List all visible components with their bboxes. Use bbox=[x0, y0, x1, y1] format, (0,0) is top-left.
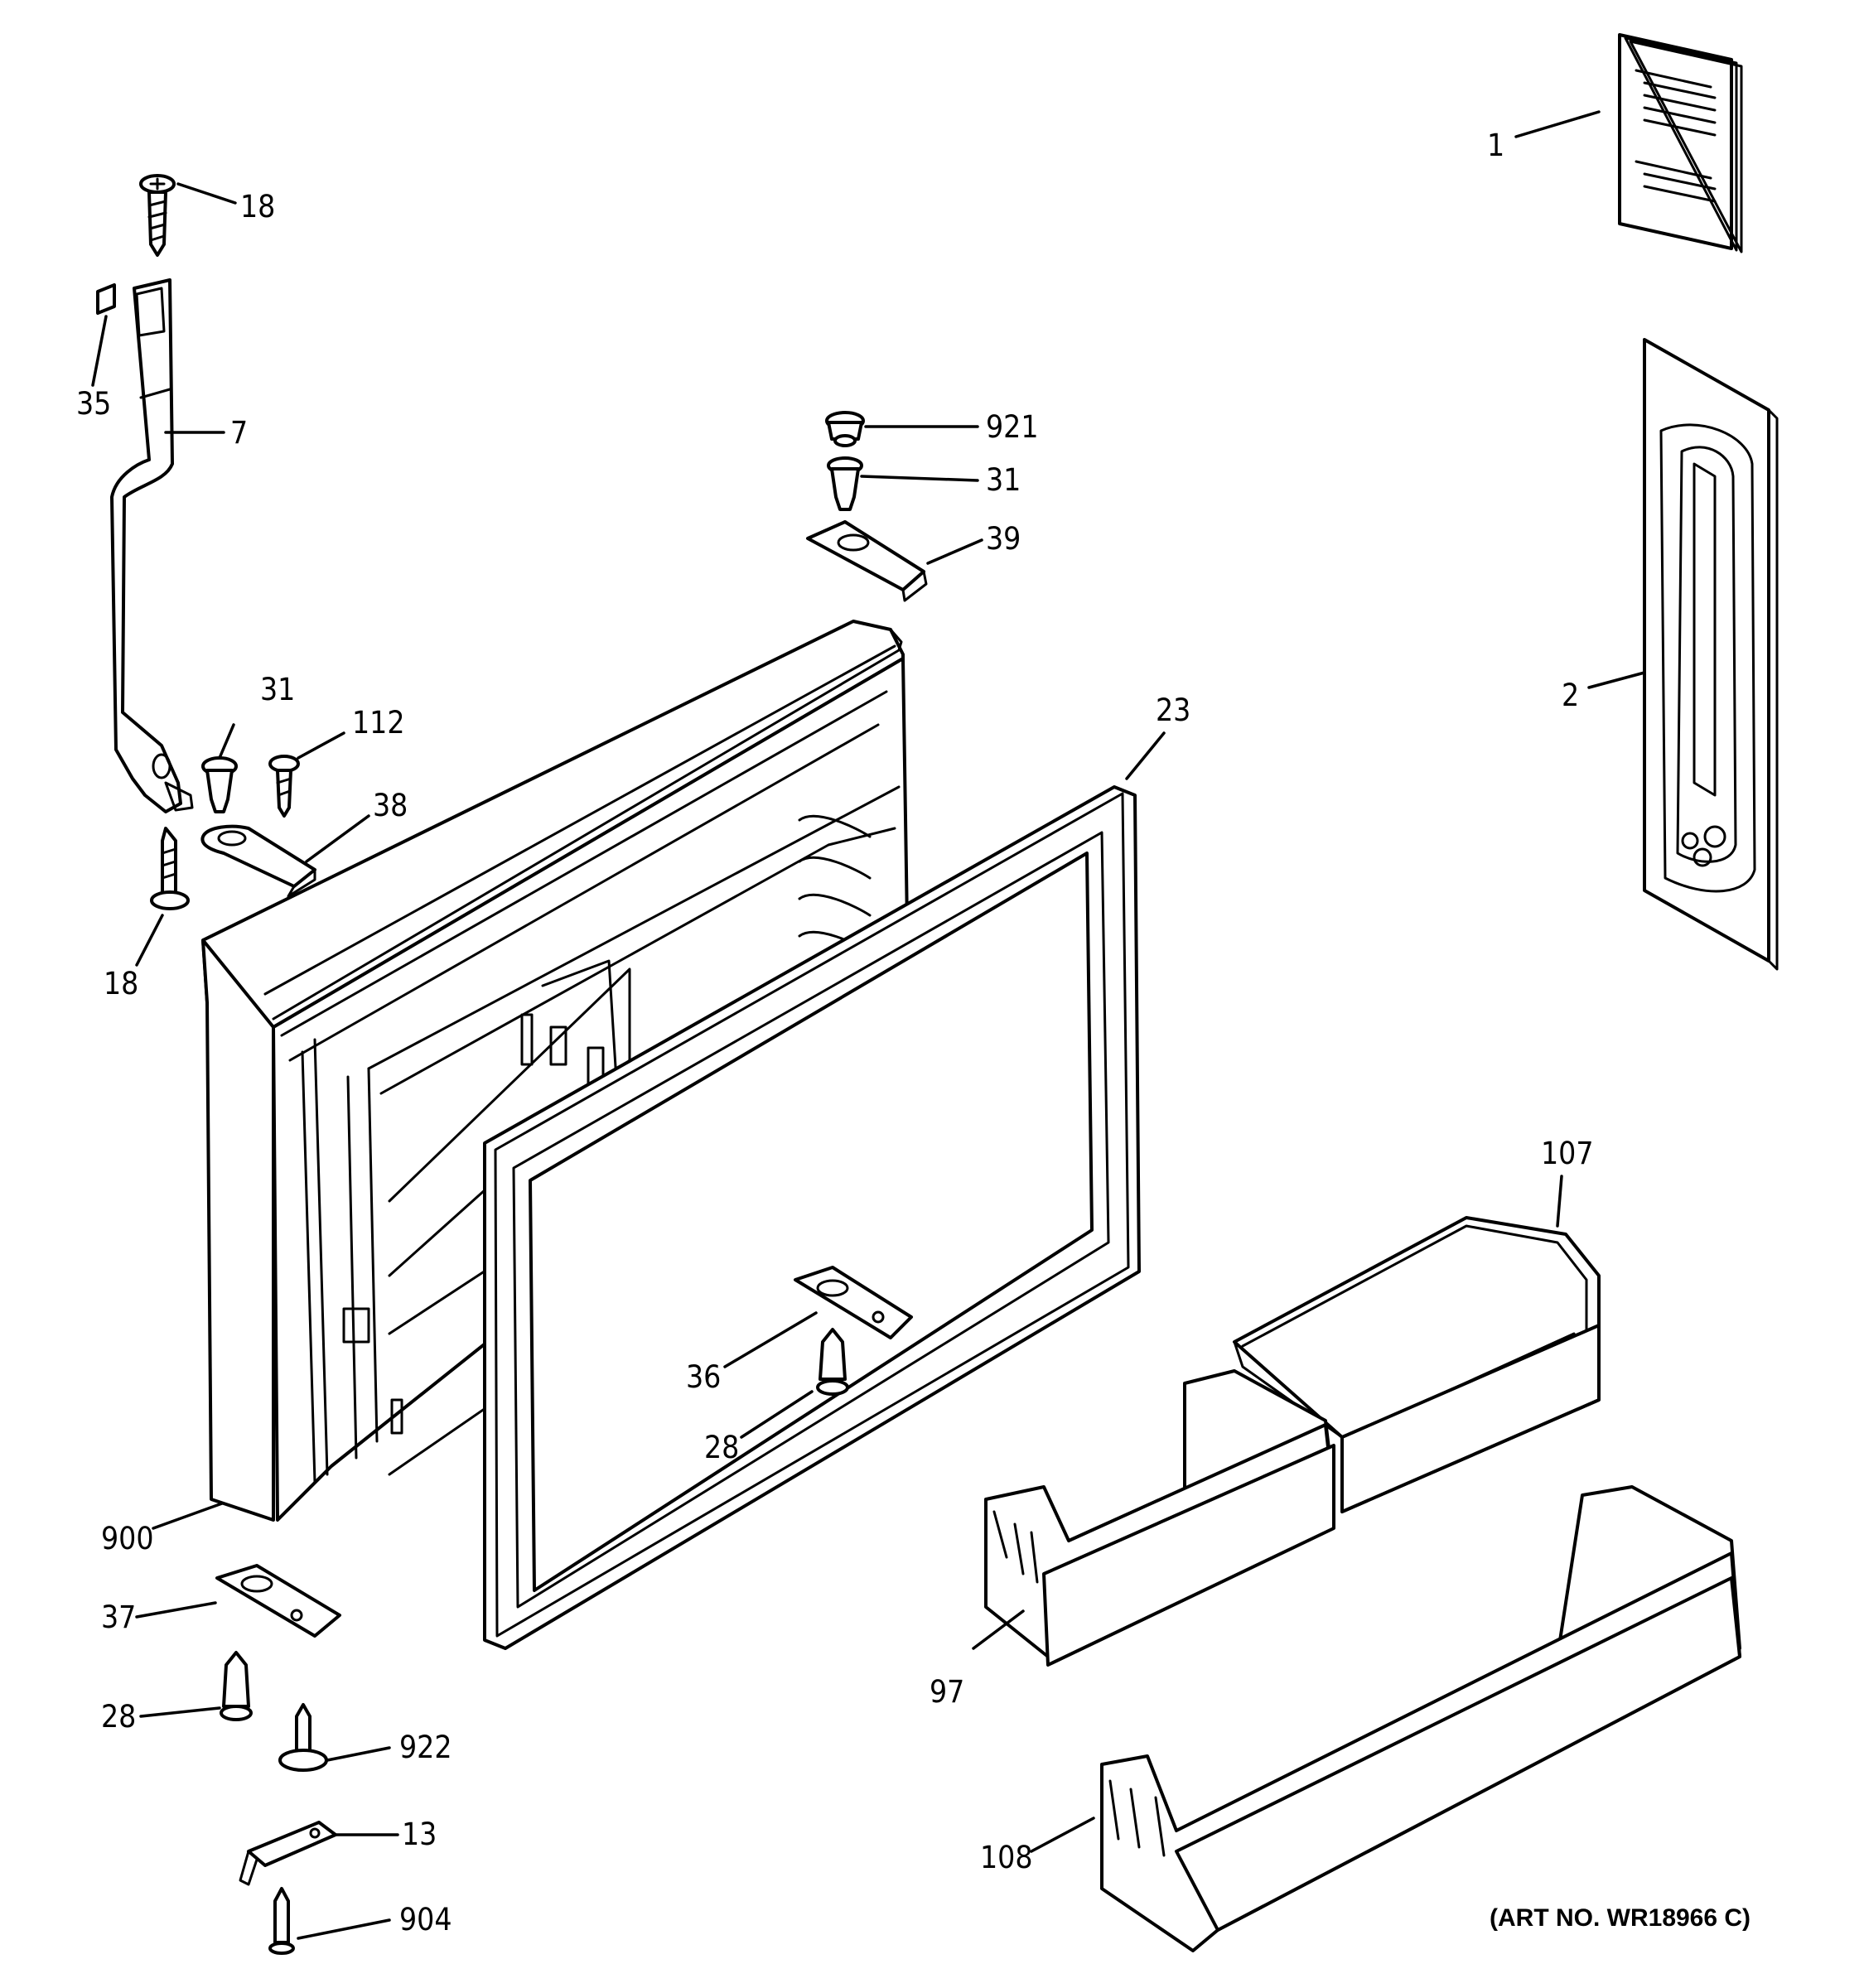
cover-38-part bbox=[200, 824, 316, 898]
plug-31-left-part bbox=[201, 756, 238, 813]
callout-labels: 1 2 18 35 7 31 112 38 18 921 31 39 23 10… bbox=[76, 128, 1594, 1937]
callout-18-bottom: 18 bbox=[104, 966, 138, 1001]
bracket-13-part bbox=[239, 1821, 337, 1886]
callout-1: 1 bbox=[1487, 128, 1504, 163]
screw-112-part bbox=[268, 755, 300, 818]
gasket-23-part bbox=[483, 785, 1141, 1650]
callout-112: 112 bbox=[352, 705, 405, 741]
bin-107-part bbox=[1233, 1216, 1601, 1513]
callout-922: 922 bbox=[399, 1730, 452, 1765]
callout-38: 38 bbox=[373, 788, 408, 823]
bin-97-part bbox=[984, 1369, 1335, 1667]
hinge-pin-28-middle-part bbox=[816, 1328, 849, 1396]
art-number: (ART NO. WR18966 C) bbox=[1490, 1904, 1751, 1932]
callout-108: 108 bbox=[980, 1840, 1033, 1875]
callout-921: 921 bbox=[986, 409, 1039, 445]
callout-36: 36 bbox=[686, 1359, 721, 1395]
pad-35-part bbox=[96, 283, 116, 315]
callout-39: 39 bbox=[986, 521, 1021, 557]
callout-18-top: 18 bbox=[240, 189, 275, 224]
screw-18-bottom-part bbox=[150, 827, 190, 910]
callout-28-bottom: 28 bbox=[101, 1699, 136, 1735]
cap-921-part bbox=[825, 411, 865, 447]
plug-31-top-part bbox=[827, 456, 863, 511]
instruction-booklet-part bbox=[1618, 33, 1743, 253]
hinge-pin-28-bottom-part bbox=[220, 1651, 253, 1721]
callout-31-top: 31 bbox=[986, 462, 1021, 498]
callout-2: 2 bbox=[1562, 678, 1579, 713]
door-handle-part bbox=[1643, 338, 1779, 971]
callout-35: 35 bbox=[76, 386, 111, 422]
bracket-37-part bbox=[215, 1564, 341, 1638]
screw-922-part bbox=[278, 1703, 328, 1772]
screw-18-top-part bbox=[139, 174, 176, 257]
cover-39-part bbox=[806, 520, 928, 602]
hinge-bar-part bbox=[110, 278, 194, 813]
callout-107: 107 bbox=[1541, 1136, 1594, 1171]
shelf-108-part bbox=[1100, 1485, 1741, 1952]
callout-97: 97 bbox=[930, 1674, 964, 1710]
callout-904: 904 bbox=[399, 1902, 452, 1937]
screw-904-part bbox=[268, 1887, 295, 1955]
hinge-plate-36-part bbox=[794, 1266, 913, 1339]
callout-7: 7 bbox=[230, 415, 248, 451]
callout-23: 23 bbox=[1156, 692, 1190, 728]
callout-28-middle: 28 bbox=[704, 1430, 739, 1465]
callout-31-left: 31 bbox=[260, 672, 295, 707]
leader-lines bbox=[91, 110, 1646, 1940]
callout-37: 37 bbox=[101, 1600, 136, 1635]
callout-13: 13 bbox=[402, 1817, 437, 1852]
callout-900: 900 bbox=[101, 1521, 154, 1556]
